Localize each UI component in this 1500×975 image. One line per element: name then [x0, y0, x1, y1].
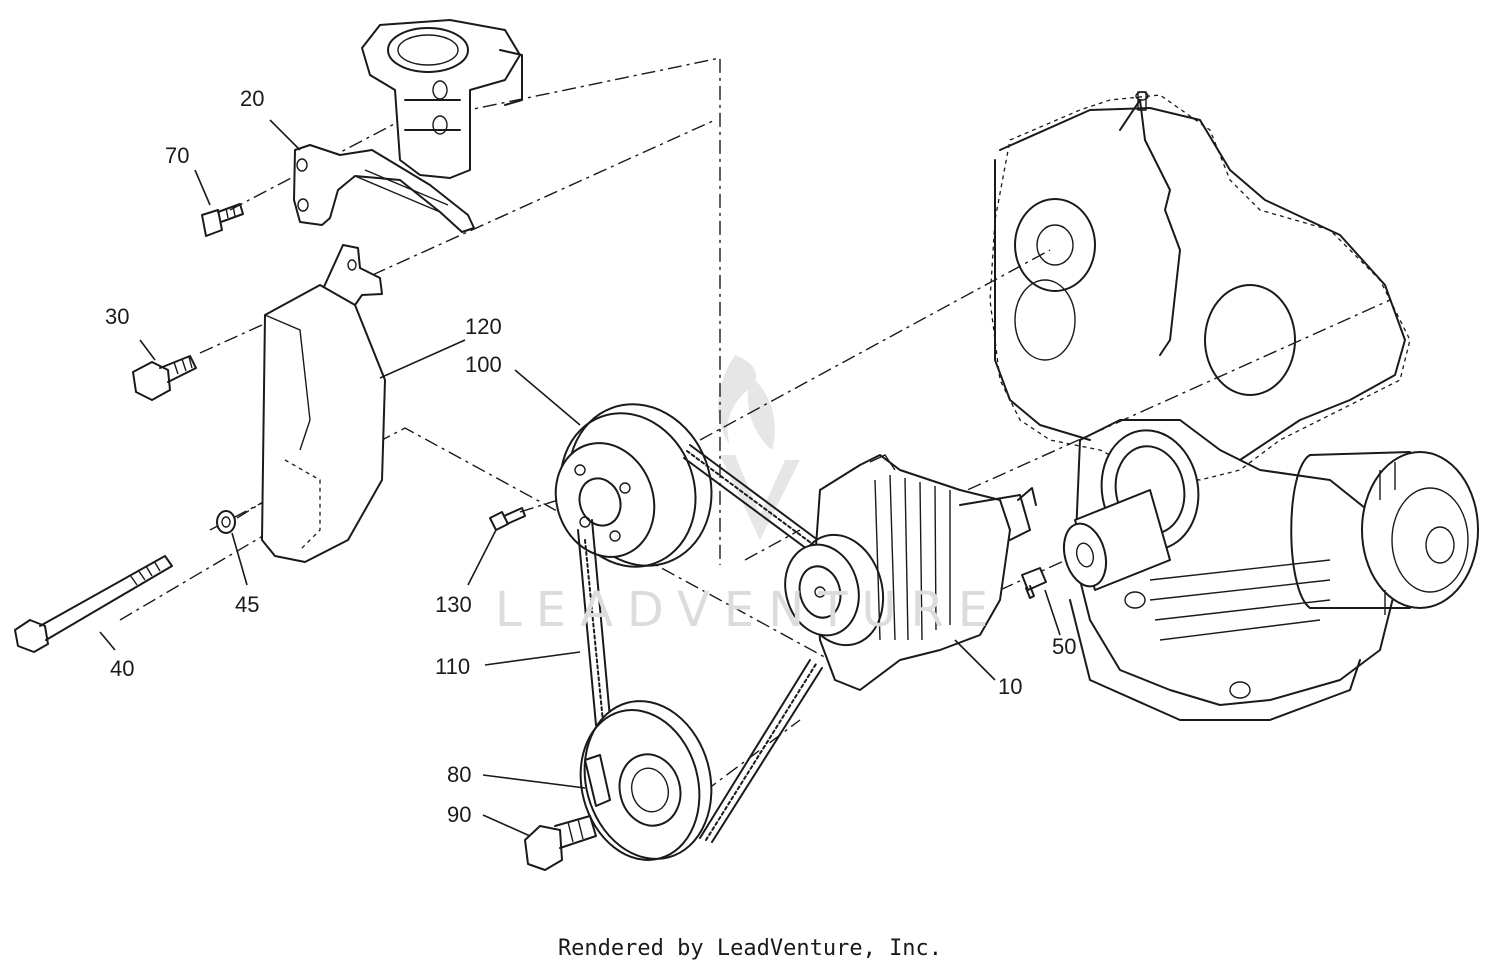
belt-cover	[261, 244, 386, 563]
callout-70: 70	[165, 143, 190, 168]
callout-130: 130	[435, 592, 472, 617]
callout-80: 80	[447, 762, 472, 787]
callout-20: 20	[240, 86, 265, 111]
screw-130	[489, 507, 526, 531]
thermostat-housing	[361, 19, 523, 179]
bolt-30	[132, 355, 197, 401]
callout-30: 30	[105, 304, 130, 329]
callout-120: 120	[465, 314, 502, 339]
crank-pulley	[579, 700, 713, 861]
fan-pulley	[554, 403, 713, 568]
stud-50	[1021, 567, 1047, 599]
adjust-bracket	[293, 144, 475, 233]
washer-45	[216, 510, 236, 534]
callout-50: 50	[1052, 634, 1077, 659]
alternator	[784, 454, 1037, 691]
callout-90: 90	[447, 802, 472, 827]
callout-45: 45	[235, 592, 260, 617]
callout-100: 100	[465, 352, 502, 377]
bolt-40	[14, 555, 173, 653]
watermark-logo	[718, 355, 800, 540]
callout-110: 110	[435, 654, 471, 679]
bolt-70	[201, 203, 244, 237]
engine-block	[989, 91, 1479, 721]
callout-40: 40	[110, 656, 135, 681]
leader-lines	[99, 119, 1061, 837]
watermark-text: LEADVENTURE	[495, 582, 1003, 638]
bolt-90	[524, 815, 597, 871]
callout-10: 10	[998, 674, 1023, 699]
v-belt	[577, 444, 839, 843]
footer-credit: Rendered by LeadVenture, Inc.	[557, 936, 943, 961]
